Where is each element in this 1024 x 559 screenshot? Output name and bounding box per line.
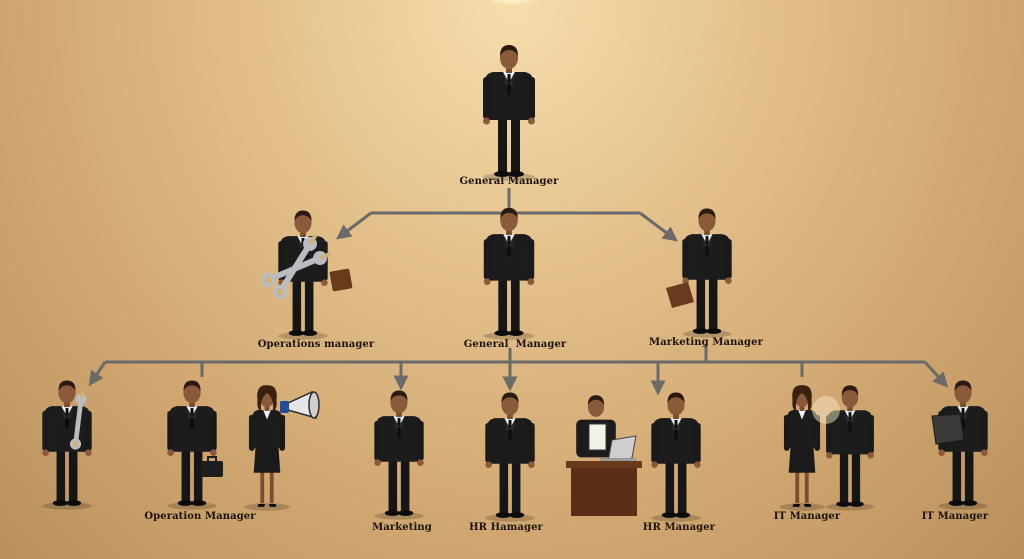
label-operation-manager: Operation Manager (144, 511, 256, 522)
briefcase-icon (200, 456, 224, 478)
desk-icon (566, 461, 642, 516)
label-marketing-manager: Marketing Manager (649, 337, 763, 348)
node-it-manager (931, 380, 988, 510)
ceiling-light (482, 0, 542, 4)
toolbox-icon (329, 268, 353, 292)
node-desk-worker (566, 395, 642, 516)
node-bottom-1 (42, 380, 105, 510)
laptop-icon (600, 435, 637, 463)
node-operations-manager (258, 210, 353, 340)
node-general-manager-top (483, 45, 535, 181)
label-general-manager-top: General Manager (459, 176, 559, 187)
node-it-manager-handshake (779, 385, 874, 511)
businessman-figure (483, 45, 535, 181)
label-general-manager-middle: General Manager (463, 339, 567, 350)
businessman-figure (485, 392, 535, 522)
businessman-figure (374, 390, 424, 520)
node-marketing (374, 390, 424, 520)
businessman-figure (651, 392, 701, 522)
megaphone-icon (280, 390, 320, 420)
businessman-figure (938, 380, 988, 510)
node-marketing-woman (244, 385, 320, 511)
node-hr-hamager (485, 392, 535, 522)
handshake-glow (812, 396, 840, 424)
briefcase-icon (666, 282, 694, 308)
label-operations-manager: Operations manager (257, 339, 375, 350)
label-it-manager-right: IT Manager (921, 511, 989, 522)
document-icon (588, 423, 607, 451)
businessman-figure (483, 207, 535, 340)
laptop-icon (931, 413, 965, 445)
businessman-figure (682, 208, 732, 338)
label-marketing: Marketing (372, 522, 432, 533)
node-operation-manager (167, 380, 224, 510)
node-marketing-manager (666, 208, 732, 338)
label-hr-manager: HR Manager (642, 522, 716, 533)
label-it-manager: IT Manager (773, 511, 841, 522)
node-hr-manager (651, 392, 701, 522)
label-hr-hamager: HR Hamager (469, 522, 543, 533)
node-general-manager-middle (483, 207, 535, 340)
businessman-figure (167, 380, 217, 510)
